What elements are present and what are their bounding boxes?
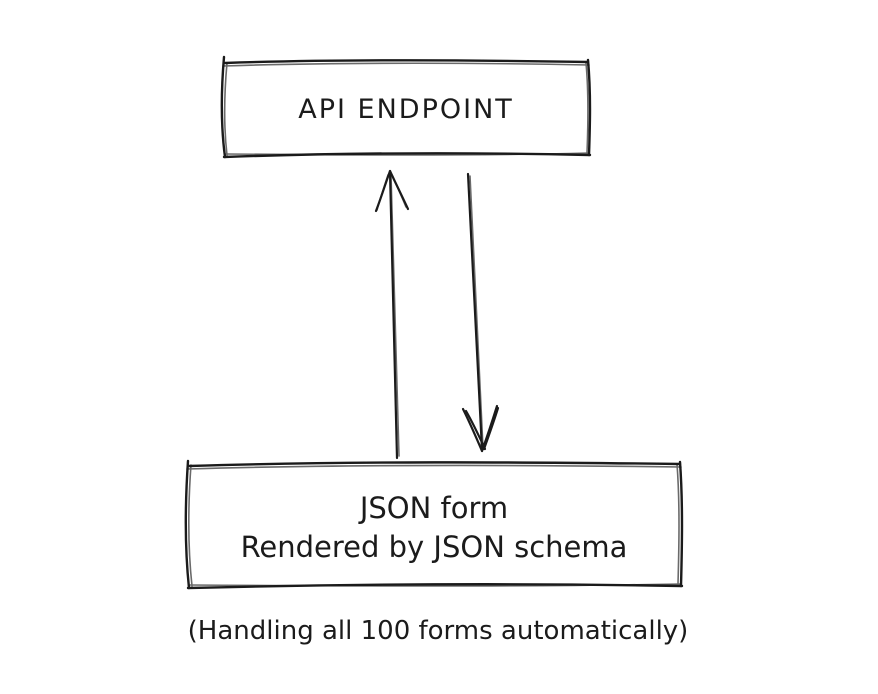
arrow-up <box>374 169 410 460</box>
api-endpoint-box <box>220 55 592 159</box>
arrow-up-head <box>374 169 410 213</box>
arrow-down <box>461 172 500 453</box>
json-form-label-line1: JSON form <box>358 491 508 525</box>
arrow-down-head <box>461 404 500 453</box>
caption: (Handling all 100 forms automatically) <box>188 616 689 646</box>
json-form-label-line2: Rendered by JSON schema <box>241 530 628 564</box>
json-form-box <box>184 459 684 590</box>
api-endpoint-label: API ENDPOINT <box>298 94 514 125</box>
